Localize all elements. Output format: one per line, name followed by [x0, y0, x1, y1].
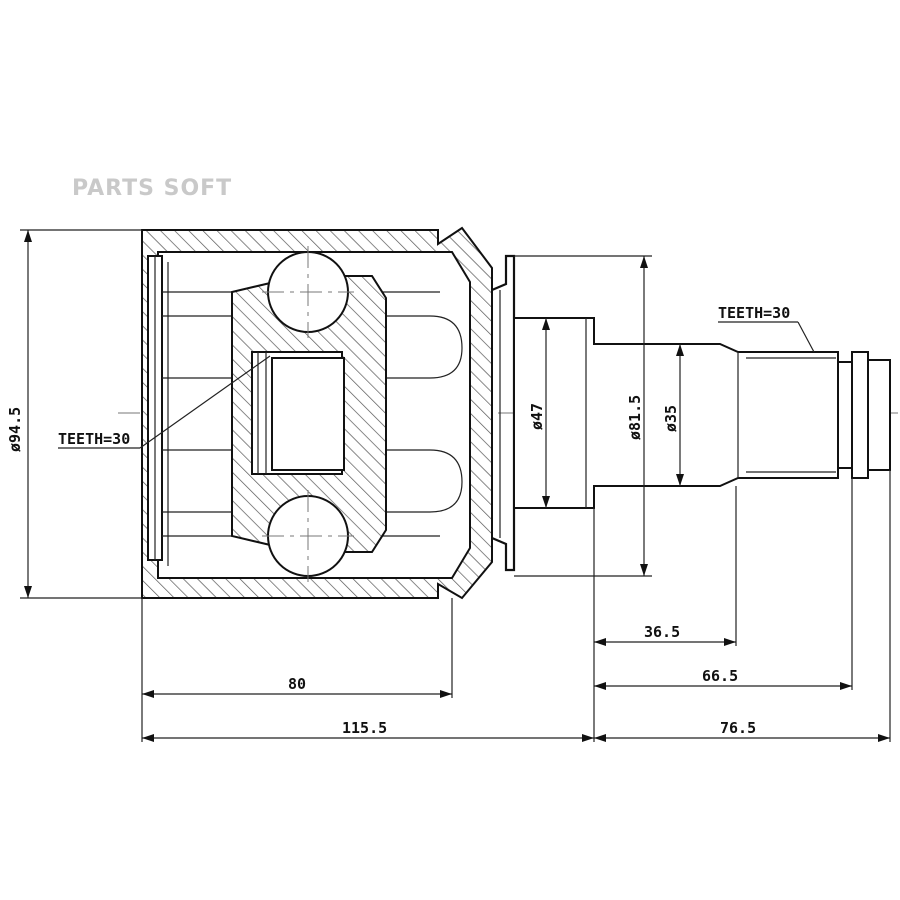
housing-lip — [147, 255, 163, 561]
parts-soft-watermark: PARTS SOFT — [72, 176, 233, 201]
inner-race — [231, 275, 387, 553]
dim-36-5-label: 36.5 — [644, 623, 680, 641]
teeth-outer-label: TEETH=30 — [718, 304, 790, 322]
dim-47-label: ø47 — [528, 403, 546, 430]
dim-diameter-94-5: ø94.5 — [6, 229, 142, 599]
dim-66-5-label: 66.5 — [702, 667, 738, 685]
dim-115-5-label: 115.5 — [342, 719, 387, 737]
housing-tracks — [162, 262, 463, 566]
ball-lower — [262, 490, 354, 582]
dim-diameter-35: ø35 — [662, 344, 684, 486]
dim-diameter-47: ø47 — [528, 318, 550, 508]
teeth-inner-label: TEETH=30 — [58, 430, 130, 448]
dim-length-36-5: 36.5 — [594, 623, 736, 646]
dim-length-76-5: 76.5 — [594, 719, 890, 742]
dim-diameter-81-5: ø81.5 — [514, 255, 652, 577]
ball-upper — [262, 246, 354, 338]
dim-81-5-label: ø81.5 — [626, 395, 644, 440]
extension-lines — [141, 470, 891, 742]
dim-76-5-label: 76.5 — [720, 719, 756, 737]
dim-length-80: 80 — [142, 675, 452, 698]
dim-length-115-5: 115.5 — [142, 719, 594, 742]
teeth-inner-callout: TEETH=30 — [58, 355, 271, 449]
teeth-outer-callout: TEETH=30 — [718, 304, 815, 353]
dim-80-label: 80 — [288, 675, 306, 693]
dim-94-5-label: ø94.5 — [6, 407, 24, 452]
dim-35-label: ø35 — [662, 405, 680, 432]
stub-shaft — [513, 317, 891, 509]
dim-length-66-5: 66.5 — [594, 667, 852, 690]
